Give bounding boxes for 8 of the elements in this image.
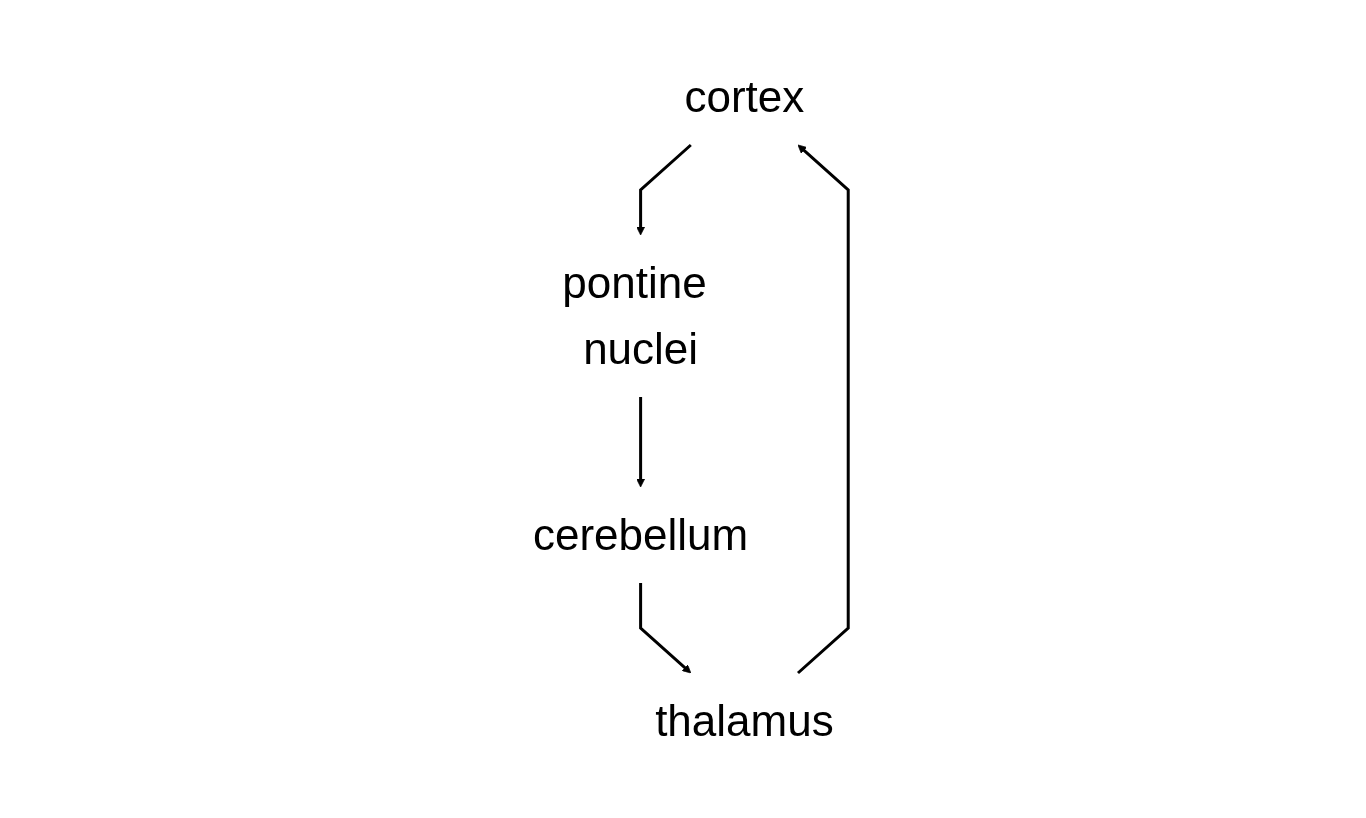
arrow [635,143,692,236]
arrow [638,583,691,674]
node-text: pontine nuclei [561,258,707,373]
node-text: thalamus [654,696,834,745]
node-text: cortex [684,72,804,121]
node-text: cerebellum [532,510,748,559]
arrow [796,144,850,675]
arrow [635,397,645,488]
